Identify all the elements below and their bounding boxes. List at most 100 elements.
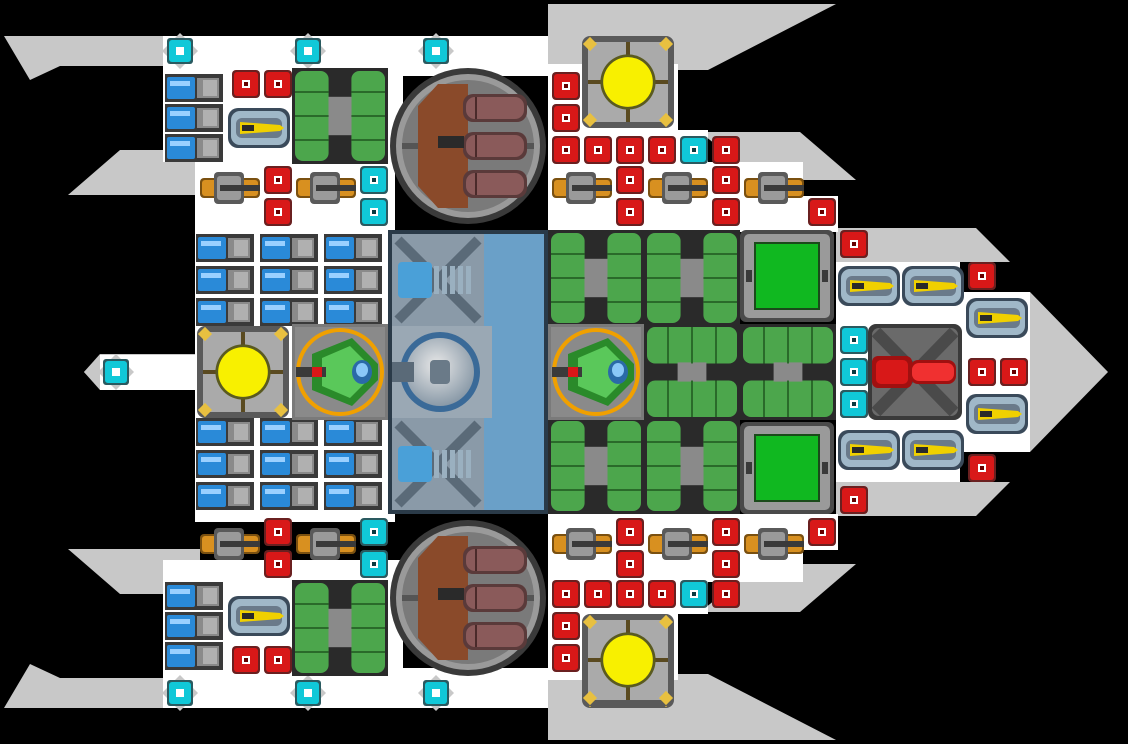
thruster-icon[interactable] — [196, 266, 254, 294]
reactor-core-icon[interactable] — [197, 326, 289, 418]
thruster-icon[interactable] — [324, 298, 382, 326]
cockpit-icon[interactable] — [548, 324, 644, 420]
railgun-turret-icon[interactable] — [838, 430, 900, 470]
thruster-icon[interactable] — [196, 298, 254, 326]
railgun-turret-icon[interactable] — [902, 430, 964, 470]
missile-launcher-icon[interactable] — [296, 528, 356, 560]
armor-block-icon[interactable] — [552, 612, 580, 640]
sensor-node-icon[interactable] — [840, 390, 868, 418]
thruster-icon[interactable] — [196, 482, 254, 510]
cargo-bay-icon[interactable] — [740, 422, 834, 514]
sensor-node-icon[interactable] — [290, 675, 326, 711]
armor-block-icon[interactable] — [264, 646, 292, 674]
sensor-node-icon[interactable] — [680, 580, 708, 608]
missile-launcher-icon[interactable] — [648, 528, 708, 560]
armor-block-icon[interactable] — [552, 72, 580, 100]
thruster-icon[interactable] — [260, 266, 318, 294]
armor-block-icon[interactable] — [616, 198, 644, 226]
armor-block-icon[interactable] — [584, 136, 612, 164]
missile-launcher-icon[interactable] — [744, 528, 804, 560]
thruster-icon[interactable] — [260, 450, 318, 478]
thruster-icon[interactable] — [165, 134, 223, 162]
thruster-icon[interactable] — [165, 74, 223, 102]
armor-block-icon[interactable] — [552, 644, 580, 672]
fuel-tank-icon[interactable] — [740, 324, 836, 420]
armor-block-icon[interactable] — [616, 580, 644, 608]
fuel-tank-icon[interactable] — [548, 418, 644, 514]
missile-launcher-icon[interactable] — [648, 172, 708, 204]
missile-launcher-icon[interactable] — [552, 528, 612, 560]
thruster-icon[interactable] — [165, 582, 223, 610]
armor-block-icon[interactable] — [552, 136, 580, 164]
railgun-turret-icon[interactable] — [228, 596, 290, 636]
sensor-node-icon[interactable] — [162, 675, 198, 711]
main-engine-icon[interactable] — [390, 68, 546, 224]
thruster-icon[interactable] — [196, 418, 254, 446]
armor-block-icon[interactable] — [648, 136, 676, 164]
armor-block-icon[interactable] — [232, 70, 260, 98]
armor-block-icon[interactable] — [712, 518, 740, 546]
sensor-node-icon[interactable] — [98, 354, 134, 390]
thruster-icon[interactable] — [196, 450, 254, 478]
thruster-icon[interactable] — [324, 266, 382, 294]
armor-block-icon[interactable] — [616, 136, 644, 164]
armor-block-icon[interactable] — [264, 166, 292, 194]
thruster-icon[interactable] — [260, 418, 318, 446]
missile-launcher-icon[interactable] — [552, 172, 612, 204]
sensor-node-icon[interactable] — [360, 198, 388, 226]
armor-block-icon[interactable] — [712, 550, 740, 578]
sensor-node-icon[interactable] — [680, 136, 708, 164]
laser-cannon-icon[interactable] — [868, 324, 962, 420]
sensor-node-icon[interactable] — [840, 358, 868, 386]
reactor-core-icon[interactable] — [582, 614, 674, 706]
armor-block-icon[interactable] — [1000, 358, 1028, 386]
armor-block-icon[interactable] — [840, 486, 868, 514]
fuel-tank-icon[interactable] — [644, 418, 740, 514]
sensor-node-icon[interactable] — [290, 33, 326, 69]
armor-block-icon[interactable] — [232, 646, 260, 674]
armor-block-icon[interactable] — [712, 166, 740, 194]
sensor-node-icon[interactable] — [418, 675, 454, 711]
armor-block-icon[interactable] — [712, 136, 740, 164]
fuel-tank-icon[interactable] — [644, 324, 740, 420]
thruster-icon[interactable] — [324, 482, 382, 510]
armor-block-icon[interactable] — [552, 580, 580, 608]
sensor-node-icon[interactable] — [162, 33, 198, 69]
armor-block-icon[interactable] — [968, 454, 996, 482]
sensor-node-icon[interactable] — [360, 166, 388, 194]
armor-block-icon[interactable] — [264, 518, 292, 546]
armor-block-icon[interactable] — [264, 70, 292, 98]
thruster-icon[interactable] — [324, 418, 382, 446]
armor-block-icon[interactable] — [840, 230, 868, 258]
railgun-turret-icon[interactable] — [902, 266, 964, 306]
railgun-turret-icon[interactable] — [228, 108, 290, 148]
thruster-icon[interactable] — [324, 234, 382, 262]
thruster-icon[interactable] — [324, 450, 382, 478]
railgun-turret-icon[interactable] — [966, 394, 1028, 434]
fuel-tank-icon[interactable] — [548, 230, 644, 326]
reactor-core-icon[interactable] — [582, 36, 674, 128]
thruster-icon[interactable] — [165, 104, 223, 132]
armor-block-icon[interactable] — [968, 262, 996, 290]
missile-launcher-icon[interactable] — [200, 172, 260, 204]
missile-launcher-icon[interactable] — [296, 172, 356, 204]
armor-block-icon[interactable] — [584, 580, 612, 608]
armor-block-icon[interactable] — [808, 198, 836, 226]
armor-block-icon[interactable] — [264, 550, 292, 578]
sensor-node-icon[interactable] — [360, 550, 388, 578]
cargo-bay-icon[interactable] — [740, 230, 834, 322]
fuel-tank-icon[interactable] — [292, 68, 388, 164]
thruster-icon[interactable] — [165, 612, 223, 640]
thruster-icon[interactable] — [260, 234, 318, 262]
armor-block-icon[interactable] — [648, 580, 676, 608]
fuel-tank-icon[interactable] — [644, 230, 740, 326]
armor-block-icon[interactable] — [552, 104, 580, 132]
main-engine-icon[interactable] — [390, 520, 546, 676]
armor-block-icon[interactable] — [808, 518, 836, 546]
railgun-turret-icon[interactable] — [838, 266, 900, 306]
armor-block-icon[interactable] — [264, 198, 292, 226]
missile-launcher-icon[interactable] — [200, 528, 260, 560]
cockpit-icon[interactable] — [292, 324, 388, 420]
